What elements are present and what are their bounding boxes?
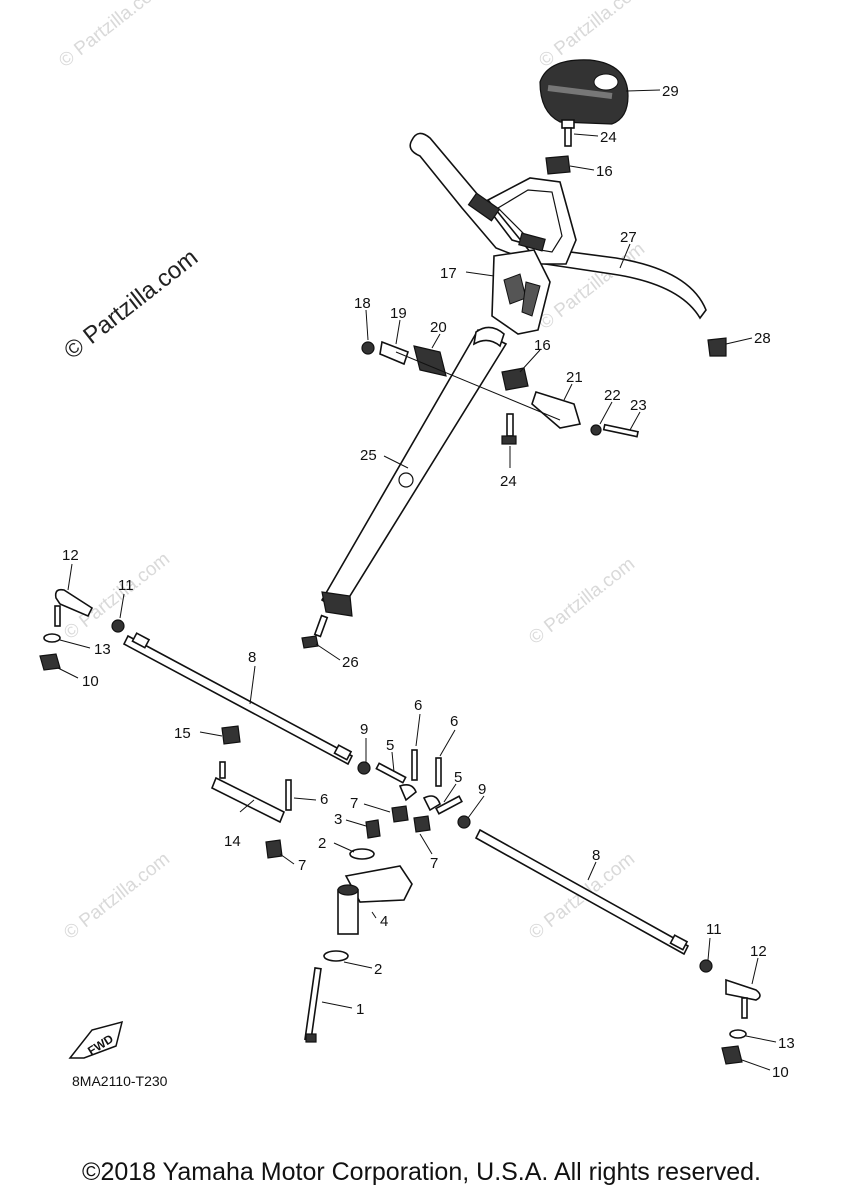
watermark: © Partzilla.com bbox=[60, 849, 174, 944]
callout-8: 8 bbox=[592, 847, 600, 864]
callout-16: 16 bbox=[534, 337, 551, 354]
riser bbox=[491, 249, 551, 335]
callout-28: 28 bbox=[754, 330, 771, 347]
callout-6: 6 bbox=[320, 791, 328, 808]
bolt bbox=[501, 413, 517, 445]
callout-2: 2 bbox=[374, 961, 382, 978]
callout-24: 24 bbox=[600, 129, 617, 146]
tie-rod-left bbox=[122, 632, 354, 766]
callout-12: 12 bbox=[62, 547, 79, 564]
callout-13: 13 bbox=[94, 641, 111, 658]
callout-27: 27 bbox=[620, 229, 637, 246]
callout-3: 3 bbox=[334, 811, 342, 828]
ball-joints bbox=[357, 749, 471, 833]
callout-16: 16 bbox=[596, 163, 613, 180]
callout-10: 10 bbox=[772, 1064, 789, 1081]
bolt bbox=[301, 614, 329, 649]
rod-end-left bbox=[39, 588, 125, 671]
callout-22: 22 bbox=[604, 387, 621, 404]
bolt bbox=[561, 119, 575, 147]
callout-19: 19 bbox=[390, 305, 407, 322]
callout-11: 11 bbox=[118, 577, 134, 594]
drag-link bbox=[210, 725, 292, 859]
callout-1: 1 bbox=[356, 1001, 364, 1018]
callout-7: 7 bbox=[350, 795, 358, 812]
clamp bbox=[545, 155, 571, 175]
watermark-main: © Partzilla.com bbox=[59, 244, 203, 365]
steering-parts-diagram: © Partzilla.com © Partzilla.com © Partzi… bbox=[39, 0, 795, 1089]
diagram-code: 8MA2110-T230 bbox=[72, 1073, 168, 1089]
forward-arrow-icon: FWD bbox=[68, 1020, 124, 1059]
pitman-arm bbox=[304, 819, 413, 1043]
callout-24: 24 bbox=[500, 473, 517, 490]
clamp bbox=[501, 367, 529, 391]
callout-7: 7 bbox=[298, 857, 306, 874]
steering-arm-right bbox=[531, 391, 639, 438]
callout-18: 18 bbox=[354, 295, 371, 312]
handlebar-pad bbox=[539, 59, 629, 125]
callout-29: 29 bbox=[662, 83, 679, 100]
callout-11: 11 bbox=[706, 921, 722, 938]
callout-25: 25 bbox=[360, 447, 377, 464]
steering-arm-left bbox=[361, 340, 447, 377]
callout-labels: 29 24 16 27 17 28 18 19 20 16 21 22 23 2… bbox=[62, 83, 795, 1081]
callout-6: 6 bbox=[450, 713, 458, 730]
callout-5: 5 bbox=[454, 769, 462, 786]
watermark: © Partzilla.com bbox=[525, 554, 639, 649]
callout-6: 6 bbox=[414, 697, 422, 714]
tie-rod-right bbox=[474, 828, 690, 956]
callout-21: 21 bbox=[566, 369, 583, 386]
callout-leaders bbox=[57, 89, 777, 1071]
callout-23: 23 bbox=[630, 397, 647, 414]
steering-column bbox=[320, 326, 508, 617]
callout-10: 10 bbox=[82, 673, 99, 690]
callout-9: 9 bbox=[478, 781, 486, 798]
callout-4: 4 bbox=[380, 913, 388, 930]
callout-14: 14 bbox=[224, 833, 241, 850]
callout-26: 26 bbox=[342, 654, 359, 671]
callout-9: 9 bbox=[360, 721, 368, 738]
watermark: © Partzilla.com bbox=[55, 0, 169, 72]
rod-end-right bbox=[699, 959, 761, 1065]
callout-8: 8 bbox=[248, 649, 256, 666]
callout-17: 17 bbox=[440, 265, 457, 282]
callout-12: 12 bbox=[750, 943, 767, 960]
callout-5: 5 bbox=[386, 737, 394, 754]
bar-end bbox=[707, 337, 727, 357]
callout-7: 7 bbox=[430, 855, 438, 872]
callout-2: 2 bbox=[318, 835, 326, 852]
copyright-notice: ©2018 Yamaha Motor Corporation, U.S.A. A… bbox=[82, 1158, 761, 1186]
callout-13: 13 bbox=[778, 1035, 795, 1052]
callout-15: 15 bbox=[174, 725, 191, 742]
callout-20: 20 bbox=[430, 319, 447, 336]
